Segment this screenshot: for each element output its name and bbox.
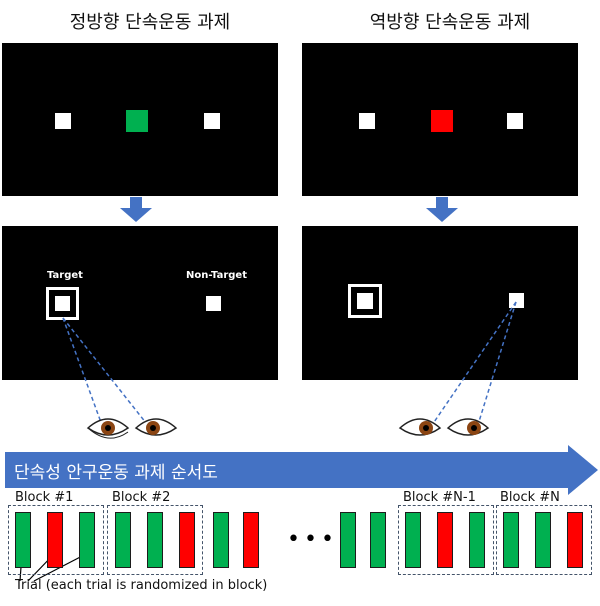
right-eyes-icon	[398, 418, 490, 436]
block-label: Block #N	[500, 490, 560, 505]
left-eyes-icon	[86, 418, 178, 439]
non-target-square	[206, 296, 221, 311]
left-peripheral-square	[359, 113, 375, 129]
gaze-line	[476, 301, 517, 429]
trial-bar	[179, 512, 195, 568]
trial-bar	[147, 512, 163, 568]
trial-bar	[503, 512, 519, 568]
sequence-band-label: 단속성 안구운동 과제 순서도	[14, 463, 218, 483]
block-box	[496, 505, 592, 575]
trial-bar	[340, 512, 356, 568]
flow-arrow-left	[120, 197, 152, 222]
target-frame	[348, 284, 382, 318]
trial-bar	[15, 512, 31, 568]
block-box	[398, 505, 494, 575]
target-square	[357, 293, 373, 309]
right-peripheral-square	[204, 113, 220, 129]
antisaccade-fixation-screen	[302, 43, 578, 196]
gaze-line	[429, 301, 517, 429]
trial-bar	[213, 512, 229, 568]
trial-bar	[243, 512, 259, 568]
trial-note: Trial (each trial is randomized in block…	[15, 578, 268, 593]
center-fixation-square	[126, 110, 148, 132]
non-target-square	[509, 293, 524, 308]
trial-bar	[47, 512, 63, 568]
left-peripheral-square	[55, 113, 71, 129]
block-label: Block #2	[112, 490, 171, 505]
non-target-label: Non-Target	[186, 270, 247, 281]
antisaccade-task-title: 역방향 단속운동 과제	[369, 12, 531, 33]
gaze-line	[62, 317, 104, 429]
center-fixation-square	[431, 110, 453, 132]
right-peripheral-square	[507, 113, 523, 129]
flow-arrow-right	[426, 197, 458, 222]
block-label: Block #1	[15, 490, 74, 505]
trial-bar	[370, 512, 386, 568]
prosaccade-fixation-screen	[2, 43, 278, 196]
gaze-line	[62, 317, 151, 429]
sequence-band-arrow	[5, 445, 598, 495]
prosaccade-task-title: 정방향 단속운동 과제	[69, 12, 231, 33]
trial-bar	[437, 512, 453, 568]
target-square	[55, 296, 70, 311]
trial-bar	[469, 512, 485, 568]
ellipsis: •••	[287, 527, 338, 552]
trial-bar	[79, 512, 95, 568]
antisaccade-target-screen	[302, 226, 578, 380]
block-box	[8, 505, 104, 575]
block-label: Block #N-1	[403, 490, 476, 505]
prosaccade-target-screen: Target Non-Target	[2, 226, 278, 380]
trial-bar	[115, 512, 131, 568]
trial-bar	[535, 512, 551, 568]
block-box	[107, 505, 203, 575]
target-label: Target	[47, 270, 83, 281]
trial-bar	[405, 512, 421, 568]
trial-bar	[567, 512, 583, 568]
